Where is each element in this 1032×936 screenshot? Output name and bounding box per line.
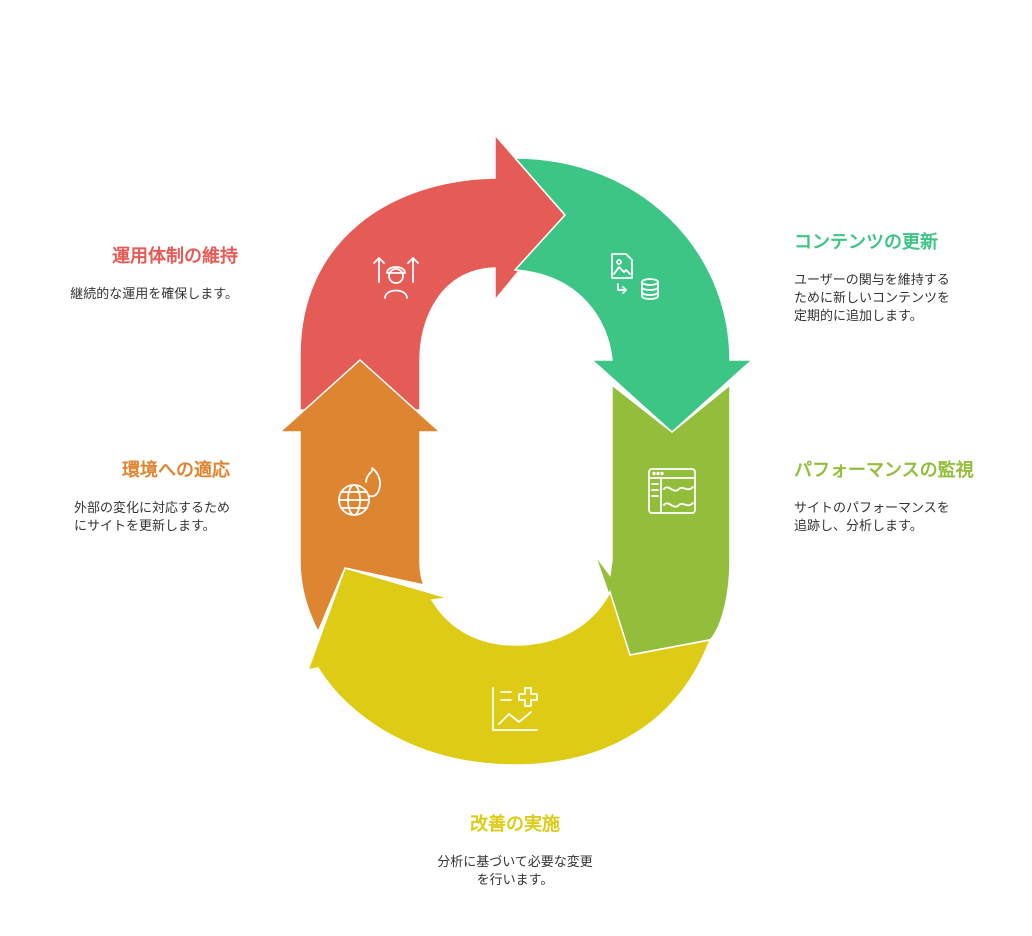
step-description: 外部の変化に対応するため にサイトを更新します。 [73,501,230,534]
step-maintain-operations: 運用体制の維持 継続的な運用を確保します。 [40,242,238,304]
step-description: ユーザーの関与を維持する ために新しいコンテンツを 定期的に追加します。 [794,273,951,324]
step-adapt-environment: 環境への適応 外部の変化に対応するため にサイトを更新します。 [40,456,230,536]
step-description: 分析に基づいて必要な変更 を行います。 [437,855,593,888]
segment-maintain-operations [299,133,566,411]
chart-improvement-icon [492,687,538,731]
image-file-to-database-icon [611,253,659,300]
step-description: サイトのパフォーマンスを 追跡し、分析します。 [794,501,950,534]
step-title: コンテンツの更新 [794,232,938,253]
step-title: パフォーマンスの監視 [794,460,974,481]
step-monitor-performance: パフォーマンスの監視 サイトのパフォーマンスを 追跡し、分析します。 [794,456,1014,536]
step-implement-improvements: 改善の実施 分析に基づいて必要な変更 を行います。 [405,810,625,890]
segment-update-content [513,157,754,434]
step-description: 継続的な運用を確保します。 [70,287,238,302]
monitoring-window-icon [648,468,696,514]
step-title: 改善の実施 [470,814,560,835]
globe-fire-icon [338,467,381,516]
step-title: 運用体制の維持 [112,246,238,267]
step-update-content: コンテンツの更新 ユーザーの関与を維持する ために新しいコンテンツを 定期的に追… [794,228,1014,326]
segment-implement-improvements [306,567,712,766]
engineer-with-arrows-icon [373,257,419,299]
step-title: 環境への適応 [122,460,230,481]
